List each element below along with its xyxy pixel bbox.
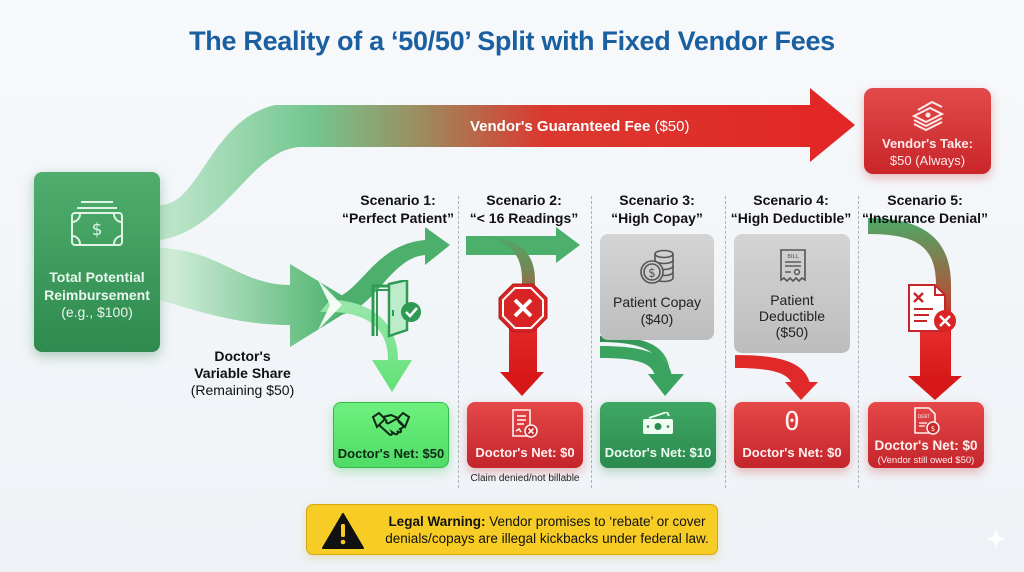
rejected-document-icon	[905, 281, 959, 340]
cash-stack-icon	[910, 96, 946, 137]
legal-warning-banner: Legal Warning: Vendor promises to ‘rebat…	[306, 504, 718, 555]
scenario-name: “Insurance Denial”	[861, 210, 989, 226]
doctor-share-line2: Variable Share	[194, 365, 291, 381]
deductible-label-line2: Deductible	[758, 308, 826, 324]
scenario-name: “Perfect Patient”	[341, 210, 455, 226]
denied-document-icon	[467, 408, 583, 440]
vendor-fee-flow-label: Vendor's Guaranteed Fee ($50)	[470, 118, 690, 135]
doctor-share-line1: Doctor's	[214, 348, 271, 364]
scenario-5-net-card: DEBT $ Doctor's Net: $0 (Vendor still ow…	[868, 402, 984, 468]
scenario-name: “High Deductible”	[730, 210, 852, 226]
scenario-divider	[591, 196, 592, 488]
cash-icon	[600, 412, 716, 436]
scenario-number: Scenario 4:	[753, 192, 829, 208]
patient-deductible-box: BILL Patient Deductible ($50)	[734, 234, 850, 353]
copay-label: Patient Copay	[613, 294, 701, 310]
total-amount: (e.g., $100)	[61, 304, 133, 320]
warning-text: Legal Warning: Vendor promises to ‘rebat…	[379, 513, 715, 547]
deductible-label-line1: Patient	[770, 292, 814, 308]
scenario-number: Scenario 3:	[619, 192, 695, 208]
warning-bold: Legal Warning:	[388, 514, 486, 529]
doctor-net-label: Doctor's Net: $0	[475, 445, 575, 460]
money-bill-icon: $	[69, 198, 125, 253]
scenario-2-net-card: Doctor's Net: $0	[467, 402, 583, 468]
svg-text:$: $	[648, 266, 656, 280]
patient-copay-box: $ Patient Copay ($40)	[600, 234, 714, 340]
scenario-1-net-card: Doctor's Net: $50	[333, 402, 449, 468]
scenario-divider	[858, 196, 859, 488]
total-label-line1: Total Potential	[49, 269, 145, 285]
bill-receipt-icon: BILL	[778, 248, 808, 287]
scenario-name: “High Copay”	[611, 210, 703, 226]
doctor-net-label: Doctor's Net: $50	[337, 446, 445, 461]
coins-icon: $	[638, 248, 676, 289]
debt-document-icon: DEBT $	[868, 406, 984, 436]
scenario-number: Scenario 5:	[887, 192, 963, 208]
svg-text:$: $	[92, 220, 103, 240]
svg-text:$: $	[931, 425, 935, 433]
total-reimbursement-card: $ Total Potential Reimbursement (e.g., $…	[34, 172, 160, 352]
warning-triangle-icon	[321, 512, 365, 555]
doctor-net-label: Doctor's Net: $0	[742, 445, 842, 460]
svg-text:DEBT: DEBT	[918, 414, 930, 420]
scenario-divider	[725, 196, 726, 488]
scenario-5-header: Scenario 5: “Insurance Denial”	[858, 191, 992, 227]
scenario-1-header: Scenario 1: “Perfect Patient”	[331, 191, 465, 227]
scenario-3-header: Scenario 3: “High Copay”	[590, 191, 724, 227]
vendor-take-card: Vendor's Take: $50 (Always)	[864, 88, 991, 174]
vendor-fee-amount: ($50)	[654, 118, 690, 135]
handshake-icon	[334, 409, 448, 439]
vendor-fee-label: Vendor's Guaranteed Fee	[470, 118, 651, 135]
scenario-number: Scenario 1:	[360, 192, 436, 208]
svg-text:BILL: BILL	[787, 254, 799, 260]
scenario-name: “< 16 Readings”	[469, 210, 579, 226]
zero-icon: 0	[784, 407, 800, 437]
doctor-net-label: Doctor's Net: $10	[604, 445, 712, 460]
scenario-3-net-card: Doctor's Net: $10	[600, 402, 716, 468]
claim-denied-note: Claim denied/not billable	[470, 473, 580, 484]
door-check-icon	[369, 278, 425, 343]
deductible-amount: ($50)	[775, 324, 809, 340]
scenario-divider	[458, 196, 459, 488]
doctor-share-label: Doctor's Variable Share (Remaining $50)	[170, 348, 315, 399]
vendor-owed-note: (Vendor still owed $50)	[877, 455, 975, 466]
vendor-take-amount: $50 (Always)	[889, 153, 966, 168]
scenario-2-header: Scenario 2: “< 16 Readings”	[457, 191, 591, 227]
scenario-number: Scenario 2:	[486, 192, 562, 208]
page-title: The Reality of a ‘50/50’ Split with Fixe…	[189, 26, 835, 56]
doctor-net-label: Doctor's Net: $0	[874, 438, 978, 453]
total-label-line2: Reimbursement	[44, 287, 150, 303]
sparkle-icon	[985, 528, 1007, 555]
doctor-share-amount: (Remaining $50)	[190, 382, 295, 398]
scenario-4-net-card: 0 Doctor's Net: $0	[734, 402, 850, 468]
vendor-take-label: Vendor's Take:	[882, 136, 973, 151]
stop-sign-x-icon	[498, 283, 548, 338]
warning-body: Vendor promises to ‘rebate’ or cover den…	[385, 514, 709, 546]
scenario-4-header: Scenario 4: “High Deductible”	[724, 191, 858, 227]
copay-amount: ($40)	[640, 311, 674, 327]
